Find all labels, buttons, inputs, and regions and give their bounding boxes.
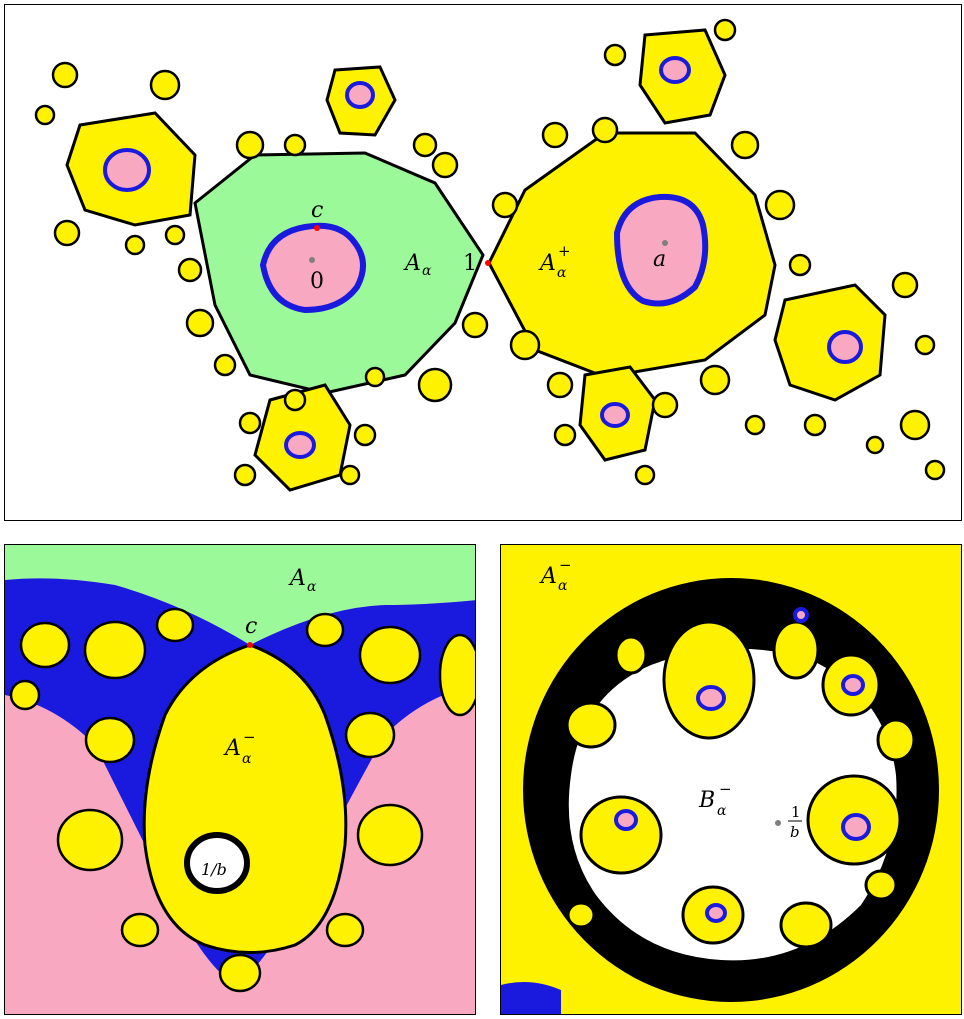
bottom-left-fractal-svg: A α c A α − 1/b (5, 545, 476, 1015)
label-zero: 0 (310, 269, 324, 294)
label-b-alpha-minus-sub: α (717, 803, 727, 819)
label-a-minus-sub: α (558, 578, 568, 594)
fractal-buds (36, 20, 944, 485)
label-b-alpha-minus-sup: − (719, 780, 732, 798)
top-fractal-panel: c 0 A α 1 A α + a (4, 4, 962, 521)
label-a-minus-sub: α (242, 751, 252, 767)
label-a: a (653, 247, 666, 272)
label-a-minus-sup: − (559, 556, 572, 574)
label-a-alpha: A (403, 251, 421, 276)
label-one: 1 (463, 251, 477, 276)
label-a-plus-sup: + (558, 242, 571, 260)
label-a-alpha-sub: α (422, 263, 432, 279)
point-a (662, 240, 668, 246)
label-frac-den: b (790, 823, 800, 841)
label-a-minus: A (223, 736, 241, 761)
pink-interior-zero (263, 226, 363, 310)
point-c (314, 225, 320, 231)
top-fractal-svg: c 0 A α 1 A α + a (5, 5, 962, 521)
label-a-plus-sub: α (557, 265, 567, 281)
bottom-left-fractal-panel: A α c A α − 1/b (4, 544, 476, 1015)
point-one (485, 260, 491, 266)
label-a-minus-sup: − (243, 728, 256, 746)
bottom-right-fractal-panel: A α − B α − 1 b (500, 544, 962, 1015)
point-one-over-b (775, 820, 781, 826)
label-one-over-b: 1/b (201, 860, 227, 879)
label-frac-num: 1 (791, 803, 801, 821)
blue-corner-fragment (501, 982, 561, 1015)
point-c (247, 642, 253, 648)
label-a-alpha: A (288, 566, 306, 591)
label-a-minus: A (539, 564, 557, 589)
label-a-alpha-sub: α (307, 579, 317, 595)
label-c: c (311, 198, 323, 223)
label-b-alpha-minus: B (698, 788, 715, 813)
bottom-right-fractal-svg: A α − B α − 1 b (501, 545, 962, 1015)
label-c: c (245, 614, 257, 639)
label-a-plus: A (538, 251, 556, 276)
point-zero (309, 257, 315, 263)
